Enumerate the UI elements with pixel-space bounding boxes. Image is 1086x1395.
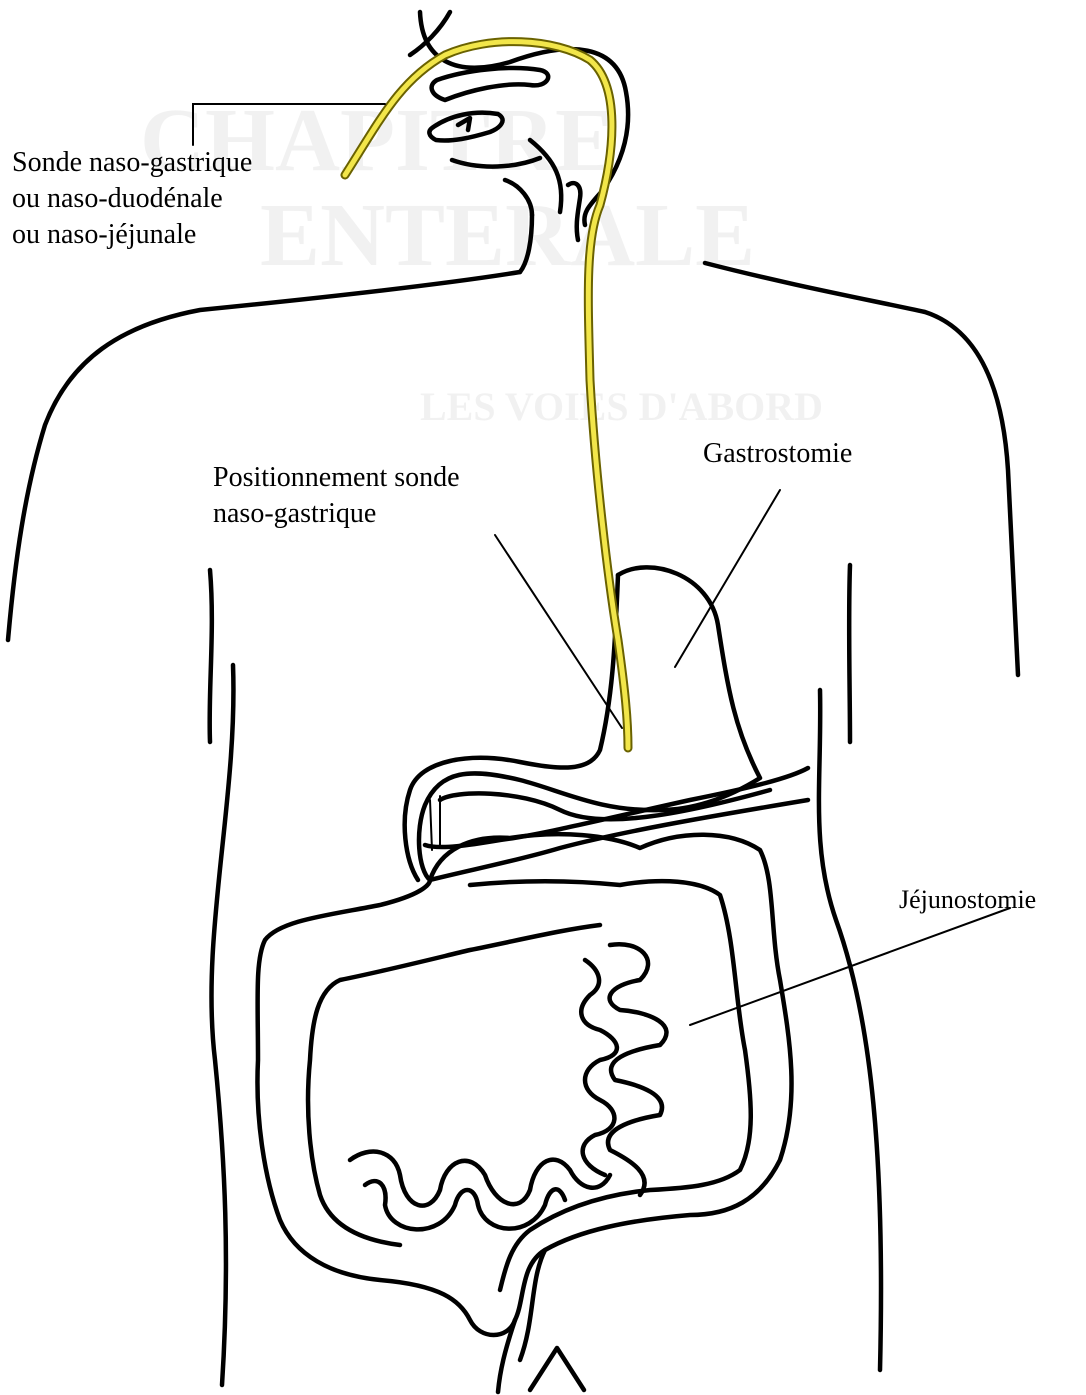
label-positionnement-line1: Positionnement sonde [213, 462, 460, 493]
jejunum-coils-right [608, 944, 666, 1195]
svg-text:ENTERALE: ENTERALE [260, 186, 755, 285]
label-jejunostomie: Jéjunostomie [899, 882, 1036, 918]
left-torso-side [211, 665, 233, 1385]
colon-outer [257, 834, 791, 1335]
label-sonde-line2: ou naso-duodénale [12, 183, 223, 214]
label-positionnement: Positionnement sonde naso-gastrique [213, 460, 460, 532]
label-sonde-line3: ou naso-jéjunale [12, 219, 196, 250]
right-arm-inner [849, 565, 850, 742]
stomach-fold [430, 796, 440, 850]
label-sonde-line1: Sonde naso-gastrique [12, 147, 252, 178]
left-shoulder [8, 272, 520, 640]
left-arm-inner [210, 570, 212, 742]
leader-gastrostomie [675, 490, 780, 667]
leader-jejunostomie [690, 908, 1010, 1025]
groin [530, 1348, 584, 1390]
right-torso-side [819, 690, 881, 1370]
svg-text:LES VOIES D'ABORD: LES VOIES D'ABORD [420, 384, 823, 429]
label-sonde-naso: Sonde naso-gastrique ou naso-duodénale ou … [12, 145, 252, 253]
label-gastrostomie: Gastrostomie [703, 436, 852, 472]
ileum-coils-bottom [350, 1152, 610, 1206]
stomach [405, 567, 808, 880]
ileum-coils-bottom-inner [365, 1181, 565, 1229]
small-intestine [350, 944, 666, 1229]
colon-inner [308, 881, 751, 1290]
bleed-through-text: CHAPITRE ENTERALE LES VOIES D'ABORD [140, 91, 823, 429]
large-intestine [257, 834, 791, 1392]
label-positionnement-line2: naso-gastrique [213, 498, 376, 529]
